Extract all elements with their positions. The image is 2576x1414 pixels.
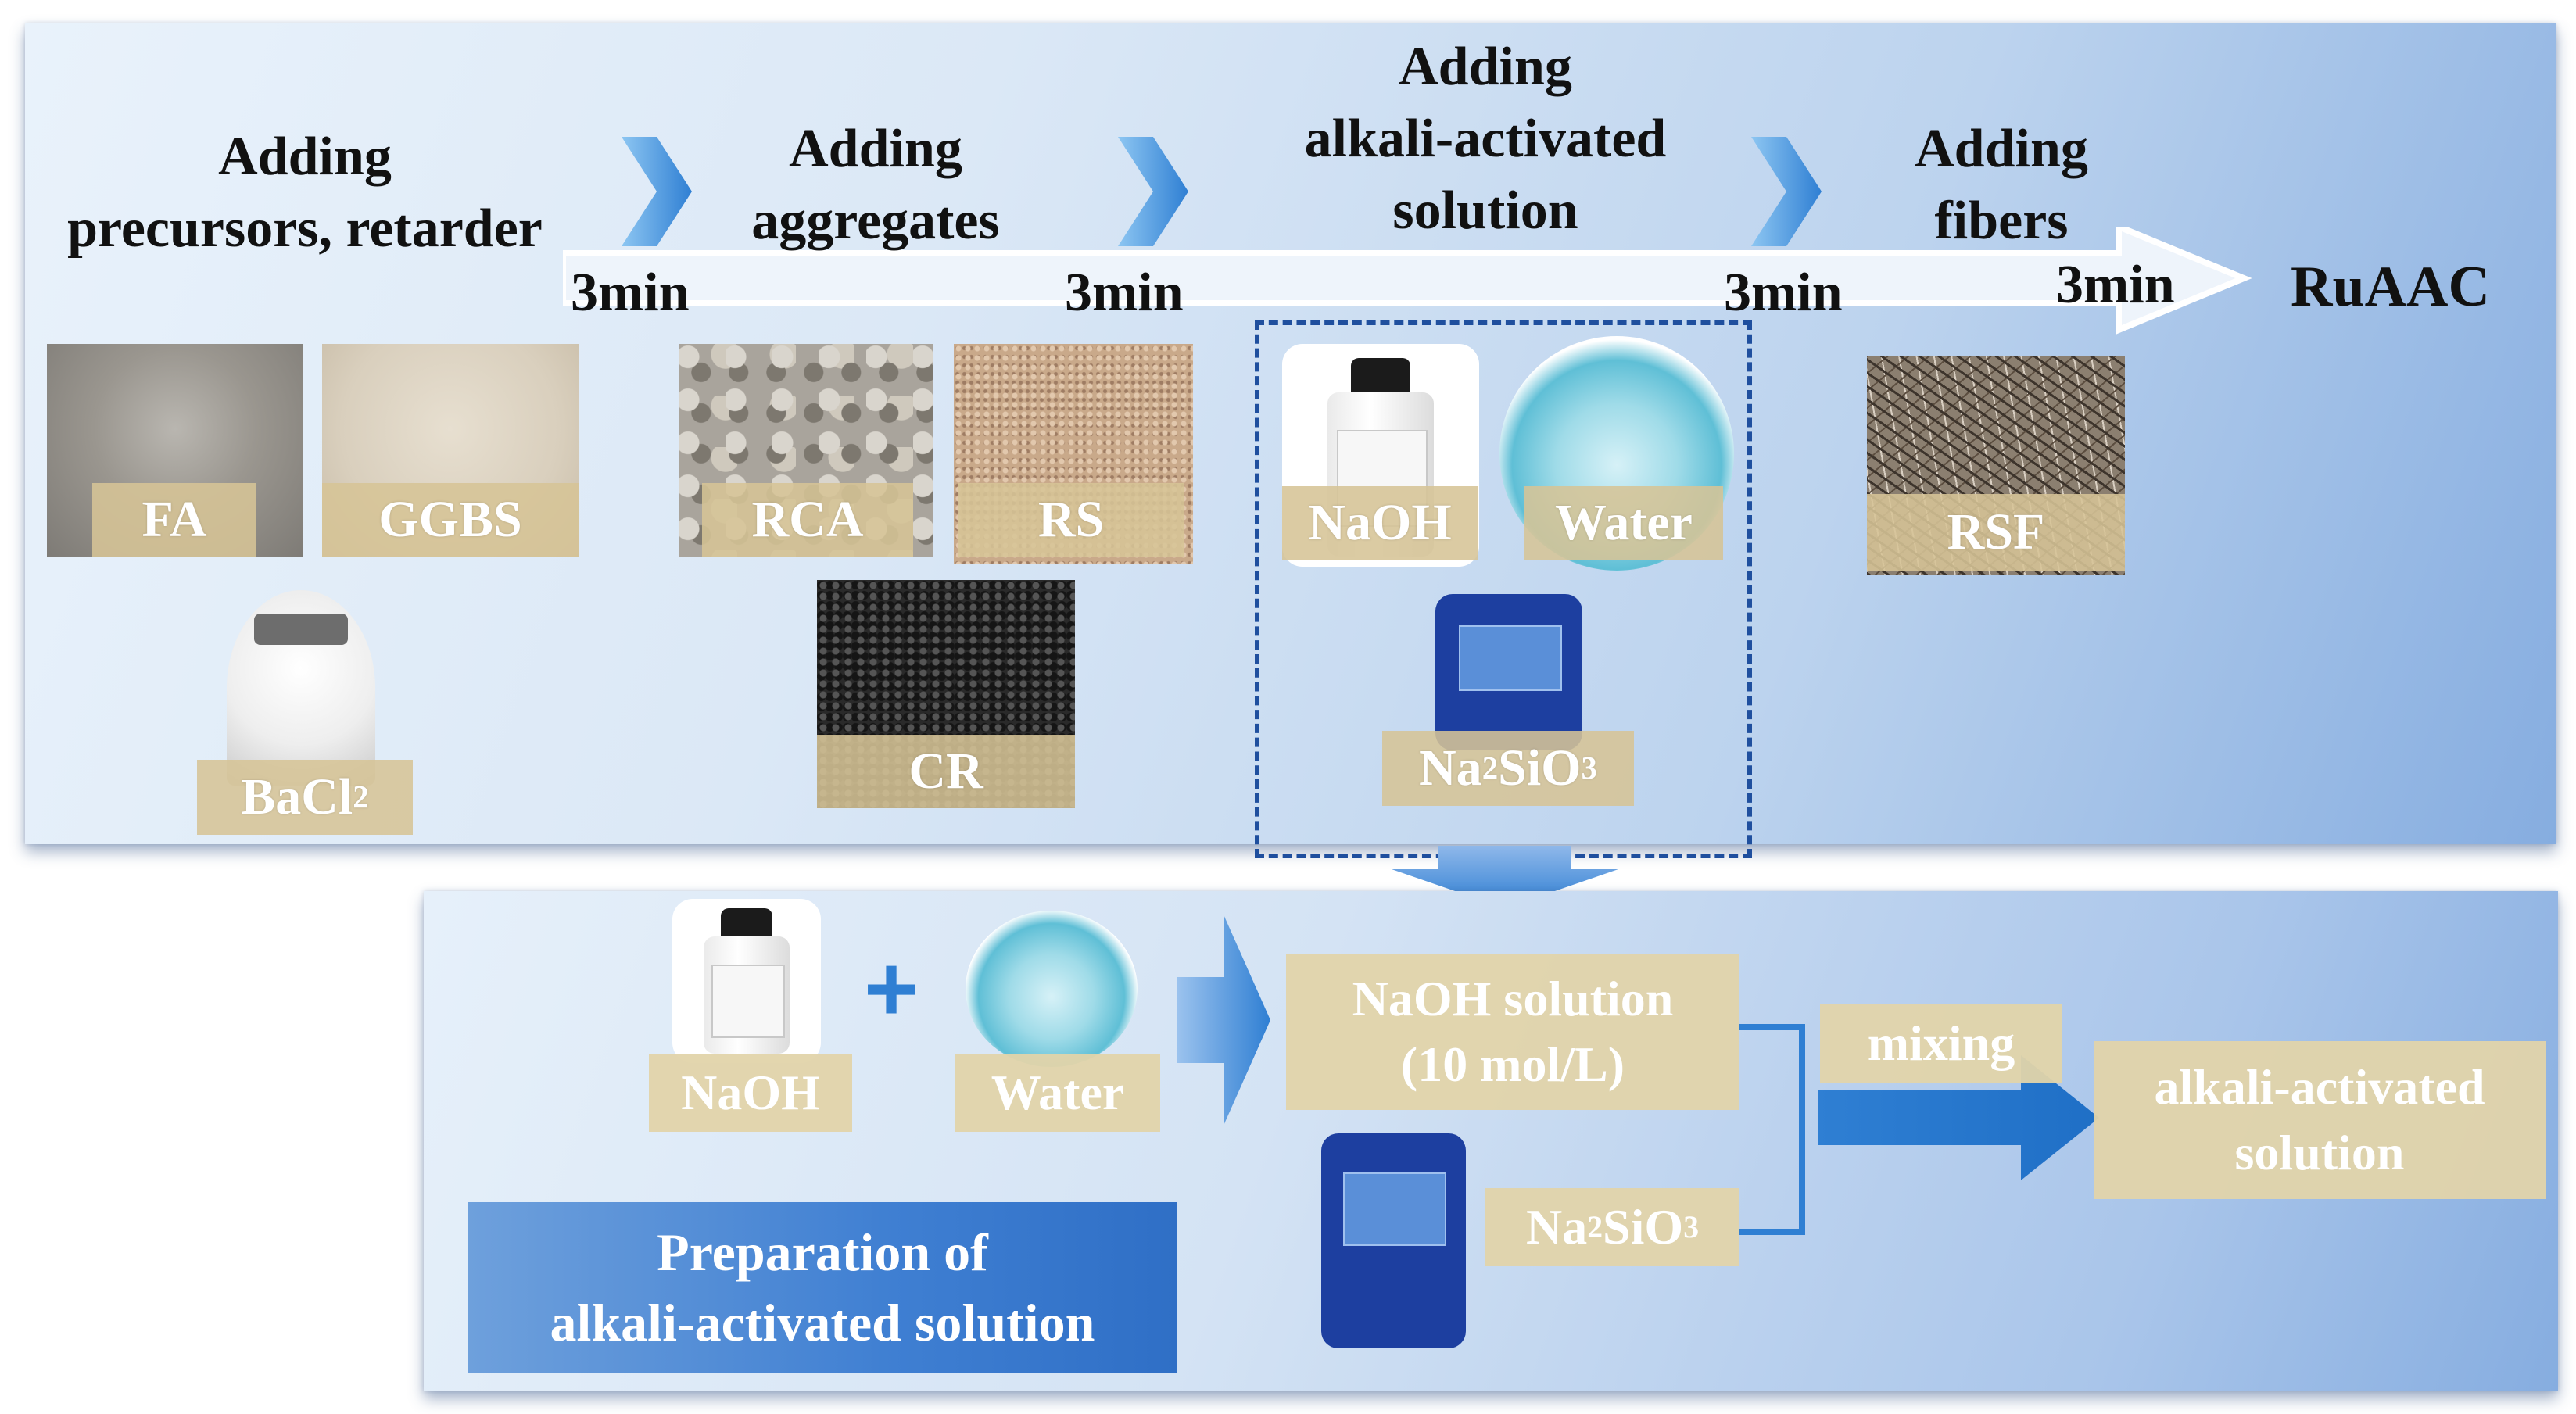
step-line: solution [1392, 181, 1578, 241]
time-label: 3min [2056, 255, 2175, 315]
fa-label: FA [92, 483, 256, 557]
prep-naoh-label: NaOH [649, 1054, 852, 1132]
na2sio3-sio: SiO [1498, 739, 1582, 796]
cr-label: CR [817, 735, 1075, 808]
na2sio3-container-image [1435, 594, 1582, 750]
preparation-title-line1: Preparation of [657, 1222, 988, 1282]
bacl2-base: BaCl [241, 768, 353, 825]
step-precursors: Adding precursors, retarder [31, 121, 579, 265]
step-line: alkali-activated [1304, 109, 1667, 169]
step-alkali-solution: Adding alkali-activated solution [1220, 31, 1751, 247]
down-arrow [1392, 846, 1618, 908]
alkali-solution-result: alkali-activated solution [2094, 1041, 2546, 1199]
prep-water-label: Water [955, 1054, 1160, 1132]
prep-na2sio3-sio: SiO [1603, 1199, 1684, 1255]
step-line: Adding [1399, 37, 1572, 97]
step-fibers: Adding fibers [1861, 113, 2142, 257]
na2sio3-na: Na [1419, 739, 1482, 796]
merge-bracket [1739, 1024, 1805, 1235]
step-line: aggregates [751, 191, 1000, 251]
naoh-solution-box: NaOH solution (10 mol/L) [1286, 954, 1739, 1110]
step-line: Adding [218, 127, 392, 187]
result-line1: alkali-activated [2154, 1059, 2485, 1115]
naoh-bottle-image [672, 899, 821, 1063]
ggbs-label: GGBS [322, 483, 579, 557]
time-label: 3min [571, 263, 690, 323]
step-aggregates: Adding aggregates [688, 113, 1063, 257]
prep-na2sio3-na: Na [1525, 1199, 1588, 1255]
step-line: fibers [1934, 191, 2069, 251]
product-label: RuAAC [2291, 255, 2490, 319]
time-label: 3min [1724, 263, 1843, 323]
plus-icon: + [864, 936, 919, 1041]
water-splash-image [966, 911, 1138, 1067]
rs-label: RS [958, 483, 1184, 557]
preparation-title-line2: alkali-activated solution [550, 1293, 1095, 1352]
preparation-title: Preparation of alkali-activated solution [468, 1202, 1177, 1373]
water-label: Water [1524, 486, 1723, 560]
na2sio3-container-image [1321, 1133, 1466, 1348]
bacl2-bottle-image [188, 590, 414, 786]
naoh-label: NaOH [1282, 486, 1478, 560]
chevron-icon [1118, 137, 1188, 246]
naoh-solution-line2: (10 mol/L) [1400, 1036, 1625, 1092]
chevron-icon [1751, 137, 1822, 246]
step-line: precursors, retarder [67, 199, 543, 259]
time-label: 3min [1065, 263, 1184, 323]
naoh-solution-line1: NaOH solution [1352, 971, 1674, 1026]
step-line: Adding [789, 119, 962, 179]
timeline-arrow [563, 227, 2252, 335]
rca-label: RCA [702, 483, 913, 557]
chevron-icon [622, 137, 692, 246]
mixing-label: mixing [1820, 1004, 2062, 1083]
mixing-arrow [1818, 1055, 2099, 1180]
right-arrow [1177, 915, 1270, 1126]
result-line2: solution [2234, 1125, 2405, 1180]
step-line: Adding [1915, 119, 2088, 179]
rsf-label: RSF [1867, 494, 2125, 571]
